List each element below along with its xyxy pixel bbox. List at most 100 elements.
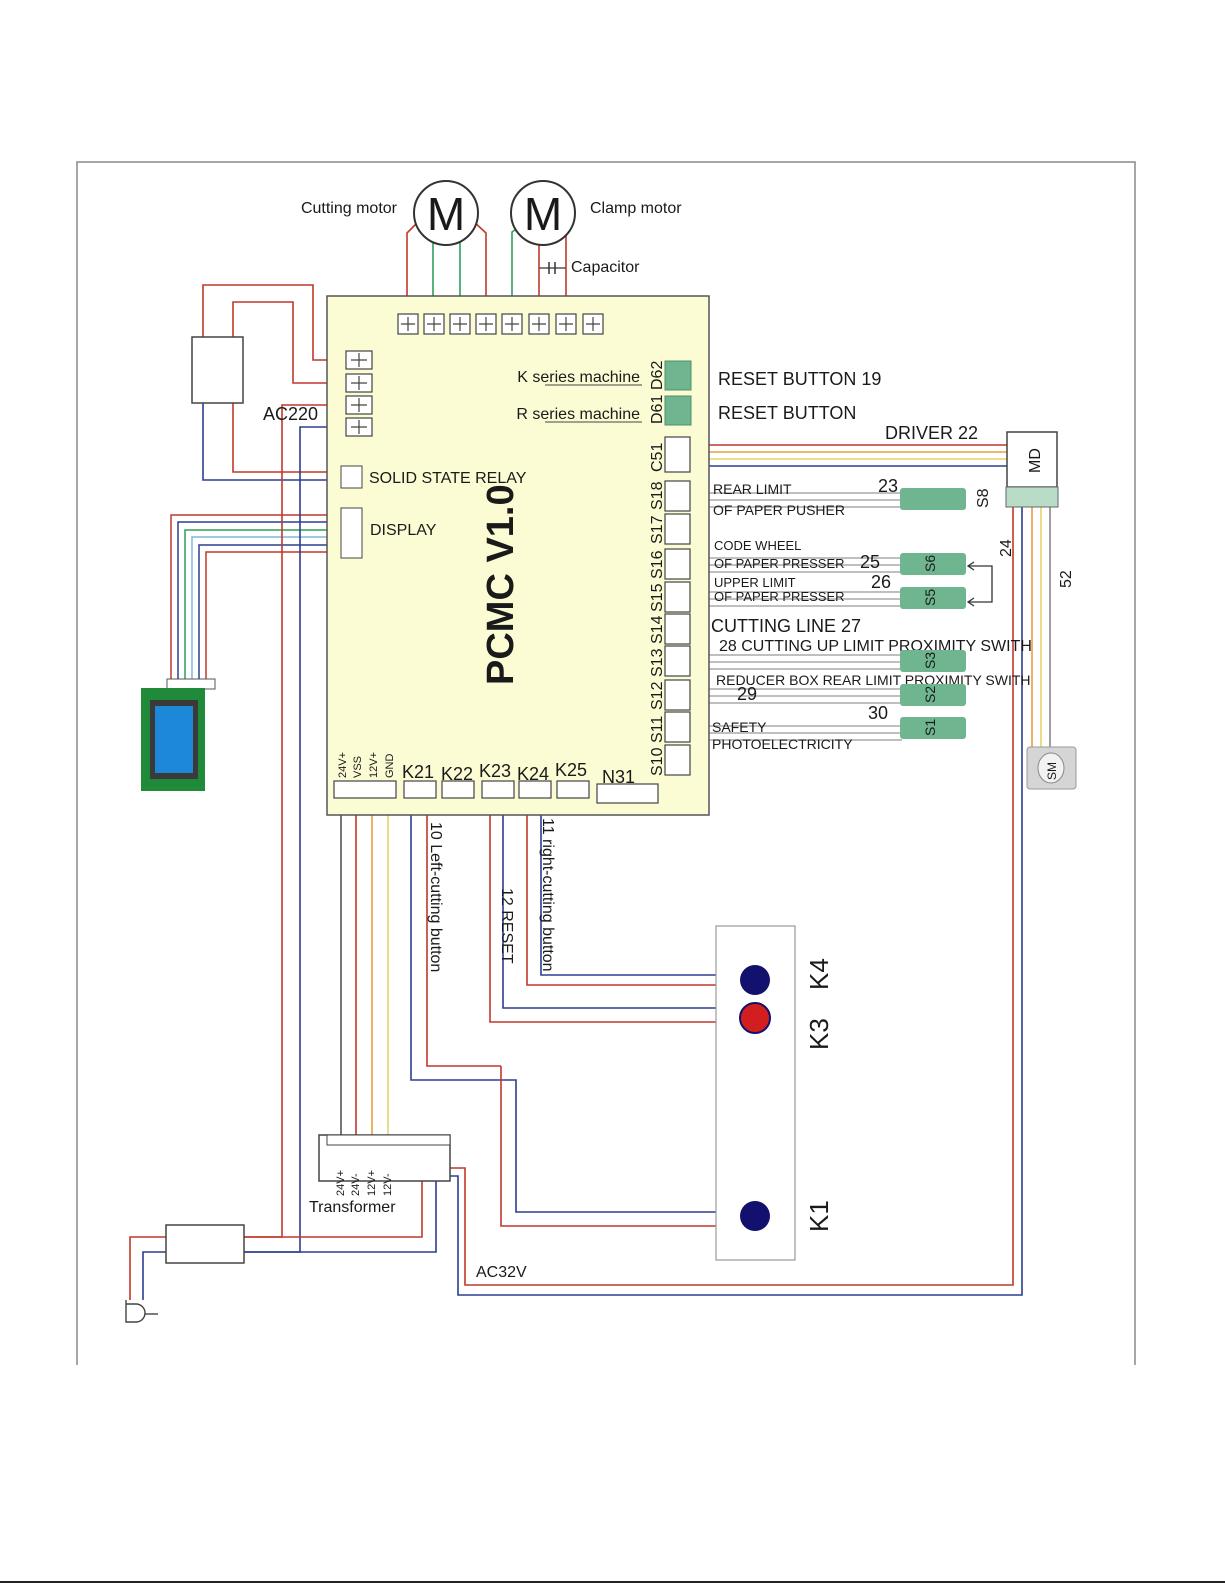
reset-button-label: RESET BUTTON [718,403,856,423]
d61-label: D61 [649,395,666,424]
s6-label: S6 [922,555,938,572]
motor-driver-box [1006,431,1058,488]
relay-wires [202,284,346,481]
num-52: 52 [1058,570,1075,588]
sensor-wires [690,492,902,741]
transformer-pin-12vp: 12V+ [366,1170,378,1196]
port-s18: S18 [649,481,666,510]
num-25: 25 [860,552,880,572]
solid-state-relay-label: SOLID STATE RELAY [369,470,527,487]
num-24: 24 [998,539,1015,557]
sensor-s8 [900,488,966,510]
filter-block [165,1224,245,1264]
upper-limit-label-2: OF PAPER PRESSER [714,589,845,604]
num-29: 29 [737,684,757,704]
port-s10: S10 [649,747,666,776]
driver-connector [1005,486,1059,508]
reducer-label: REDUCER BOX REAR LIMIT PROXIMITY SWITH [716,672,1031,688]
transformer-pin-12vn: 12V- [382,1173,394,1196]
port-s12: S12 [649,681,666,710]
port-k21: K21 [402,762,434,782]
port-c51: C51 [649,443,666,472]
cutting-motor-symbol: M [427,188,465,240]
board-title: PCMC V1.0 [480,484,522,685]
port-s17: S17 [649,515,666,544]
transformer-label: Transformer [309,1199,396,1216]
left-cutting-label: 10 Left-cutting button [427,822,444,972]
r-series-label: R series machine [516,406,640,423]
port-s16: S16 [649,550,666,579]
ac220-label: AC220 [263,404,318,424]
safety-label-1: SAFETY [712,719,767,735]
port-k24: K24 [517,764,549,784]
code-wheel-label-1: CODE WHEEL [714,538,801,553]
cutting-motor-icon [413,180,479,246]
ac32v-label: AC32V [476,1264,527,1281]
cutting-line-label: CUTTING LINE 27 [711,616,861,636]
s3-label: S3 [922,652,938,669]
k3-label: K3 [804,1018,834,1050]
port-s13: S13 [649,648,666,677]
port-n31: N31 [602,767,635,787]
button-k3-icon [739,1002,771,1034]
sensor-s2 [900,684,966,706]
num-30: 30 [868,703,888,723]
capacitor-icon [548,262,556,274]
power-wires [340,797,389,1138]
power-plug-icon [125,1300,158,1323]
display-connector [340,507,363,559]
code-wheel-label-2: OF PAPER PRESSER [714,556,845,571]
s2-label: S2 [922,686,938,703]
port-k23: K23 [479,761,511,781]
transformer-terminal-strip [326,1134,451,1146]
reset-button-connector [664,395,692,426]
s1-label: S1 [922,719,938,736]
upper-limit-label-1: UPPER LIMIT [714,575,796,590]
cutting-up-label: 28 CUTTING UP LIMIT PROXIMITY SWITH [719,638,1032,655]
s-port-connectors [664,436,691,776]
solid-state-relay-block [191,336,244,404]
clamp-motor-icon [510,180,576,246]
num-23: 23 [878,476,898,496]
stepper-motor-icon [1037,752,1065,784]
rear-limit-label-2: OF PAPER PUSHER [713,502,845,518]
reset12-label: 12 RESET [498,888,515,964]
pin-gnd: GND [384,754,396,779]
port-s14: S14 [649,615,666,644]
ac220-wires [129,404,437,1300]
k4-label: K4 [804,958,834,990]
button-wires [410,797,745,1227]
display-label: DISPLAY [370,522,437,539]
clamp-motor-symbol: M [524,188,562,240]
diagram-frame [76,161,1136,1365]
ac-terminals [345,350,373,437]
s5-label: S5 [922,589,938,606]
num-26: 26 [871,572,891,592]
sensor-s5 [900,587,966,609]
rear-limit-label-1: REAR LIMIT [713,481,792,497]
k-series-label: K series machine [517,369,640,386]
cutting-motor-label: Cutting motor [301,200,398,217]
motor-terminal-plus-icons [401,317,600,331]
port-s11: S11 [649,716,666,743]
pin-24v: 24V+ [337,752,349,778]
transformer-pin-24vp: 24V+ [335,1170,347,1196]
bottom-connectors [333,780,659,804]
ac32v-wires [448,505,1051,1296]
pin-vss: VSS [352,756,364,778]
reset-button-19-label: RESET BUTTON 19 [718,369,881,389]
sensor-s3 [900,650,966,672]
transformer-pin-24vn: 24V- [350,1173,362,1196]
port-s15: S15 [649,583,666,612]
driver-label: DRIVER 22 [885,423,978,443]
display-wires [170,514,346,688]
pin-12v: 12V+ [368,752,380,778]
ssr-connector [340,465,363,489]
clamp-motor-label: Clamp motor [590,200,682,217]
pcmc-board [326,295,710,816]
md-label: MD [1027,448,1044,473]
sm-label: SM [1045,762,1059,780]
driver-wires [690,444,1008,467]
bracket-arrow-icon [966,561,993,607]
